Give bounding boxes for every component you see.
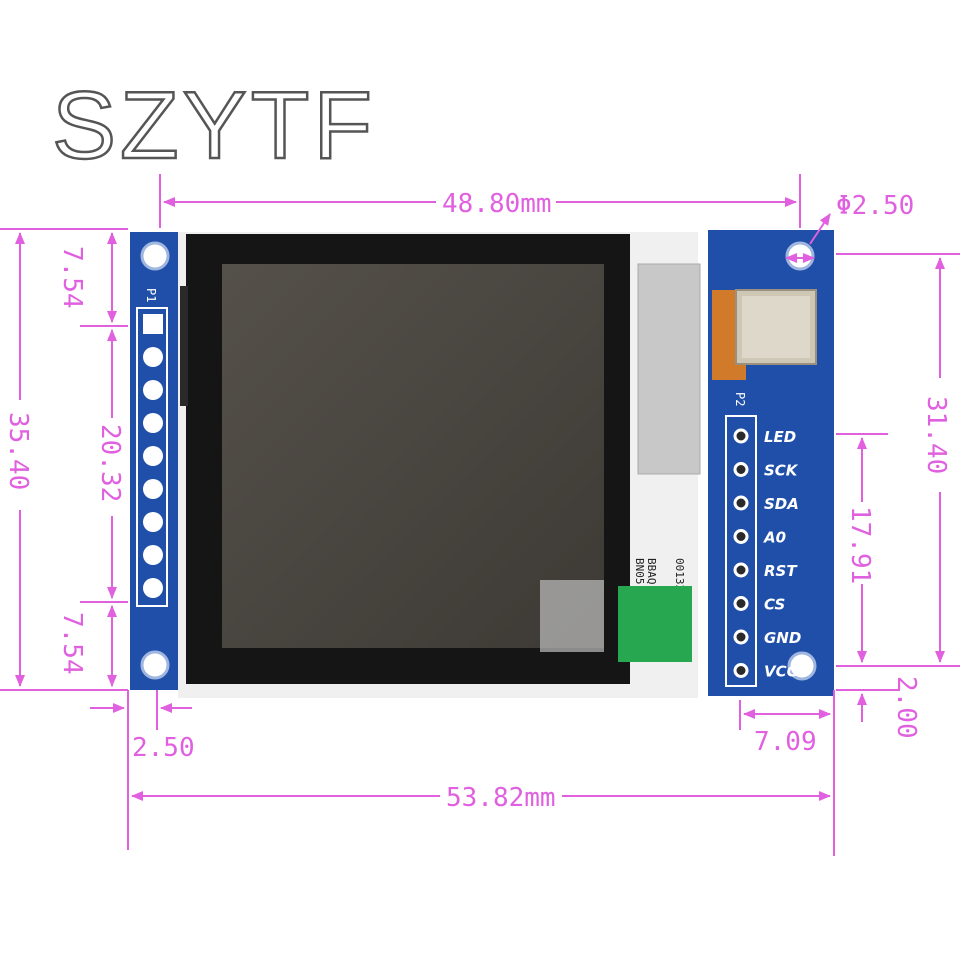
green-tab — [618, 586, 692, 662]
header-p1-pin — [143, 314, 163, 334]
pin-label-gnd: GND — [764, 629, 801, 647]
header-p1-pin — [143, 479, 163, 499]
pin-label-vcc: VCC — [764, 663, 798, 681]
fpc-tape — [540, 580, 604, 652]
dim-right-total: 31.40 — [921, 396, 951, 474]
display-backlight — [637, 263, 701, 475]
header-p2-pin — [733, 428, 749, 444]
pin-label-led: LED — [764, 428, 796, 446]
dim-right-middle: 17.91 — [845, 506, 875, 584]
header-p2-outline — [725, 415, 757, 687]
pin-label-sck: SCK — [764, 462, 799, 480]
fpc-text-2: BBAQ — [645, 558, 658, 585]
pin-label-rst: RST — [764, 562, 798, 580]
header-p1-pin — [143, 380, 163, 400]
mount-hole-right-bottom — [787, 651, 817, 681]
header-p1-pin — [143, 512, 163, 532]
pin-label-a0: A0 — [763, 529, 786, 547]
display-flex-left — [180, 286, 188, 406]
header-p1-pin — [143, 578, 163, 598]
fpc-text-1: BN05 — [633, 558, 646, 585]
dim-left-bottom: 7.54 — [57, 612, 87, 675]
dim-bottom-right-offset: 7.09 — [754, 727, 817, 757]
dim-top-width: 48.80mm — [442, 189, 552, 219]
dim-bottom-total: 53.82mm — [446, 783, 556, 813]
pin-label-sda: SDA — [764, 495, 799, 513]
header-p2-pin — [733, 596, 749, 611]
header-p1-pin — [143, 413, 163, 433]
header-label-p1: P1 — [144, 288, 158, 302]
dim-right-bottom: 2.00 — [891, 676, 921, 739]
header-p1-pin — [143, 347, 163, 367]
header-p1-pin — [143, 446, 163, 466]
header-p2-pin — [733, 629, 749, 645]
header-p2-pin — [733, 562, 749, 578]
header-p2-pin — [733, 663, 749, 678]
dim-left-middle: 20.32 — [95, 424, 125, 502]
header-p1-pins — [143, 314, 163, 598]
mount-hole-right-top — [785, 241, 815, 271]
fpc-connector-top — [742, 296, 810, 358]
header-p1-outline — [136, 307, 168, 607]
header-p2-pin — [733, 495, 749, 511]
dim-hole-diameter: Φ2.50 — [836, 191, 914, 221]
brand-logo: SZYTF — [51, 72, 376, 179]
header-label-p2: P2 — [733, 392, 747, 406]
dim-bottom-left-offset: 2.50 — [132, 733, 195, 763]
dim-left-top: 7.54 — [57, 246, 87, 309]
header-p1-pin — [143, 545, 163, 565]
dim-left-total: 35.40 — [3, 412, 33, 490]
mount-hole-left-bottom — [140, 650, 170, 680]
header-p2-pin — [733, 529, 749, 544]
header-p2-pins — [733, 428, 749, 678]
mount-hole-left-top — [140, 241, 170, 271]
pin-label-cs: CS — [764, 596, 785, 614]
header-p2-pin — [733, 462, 749, 477]
